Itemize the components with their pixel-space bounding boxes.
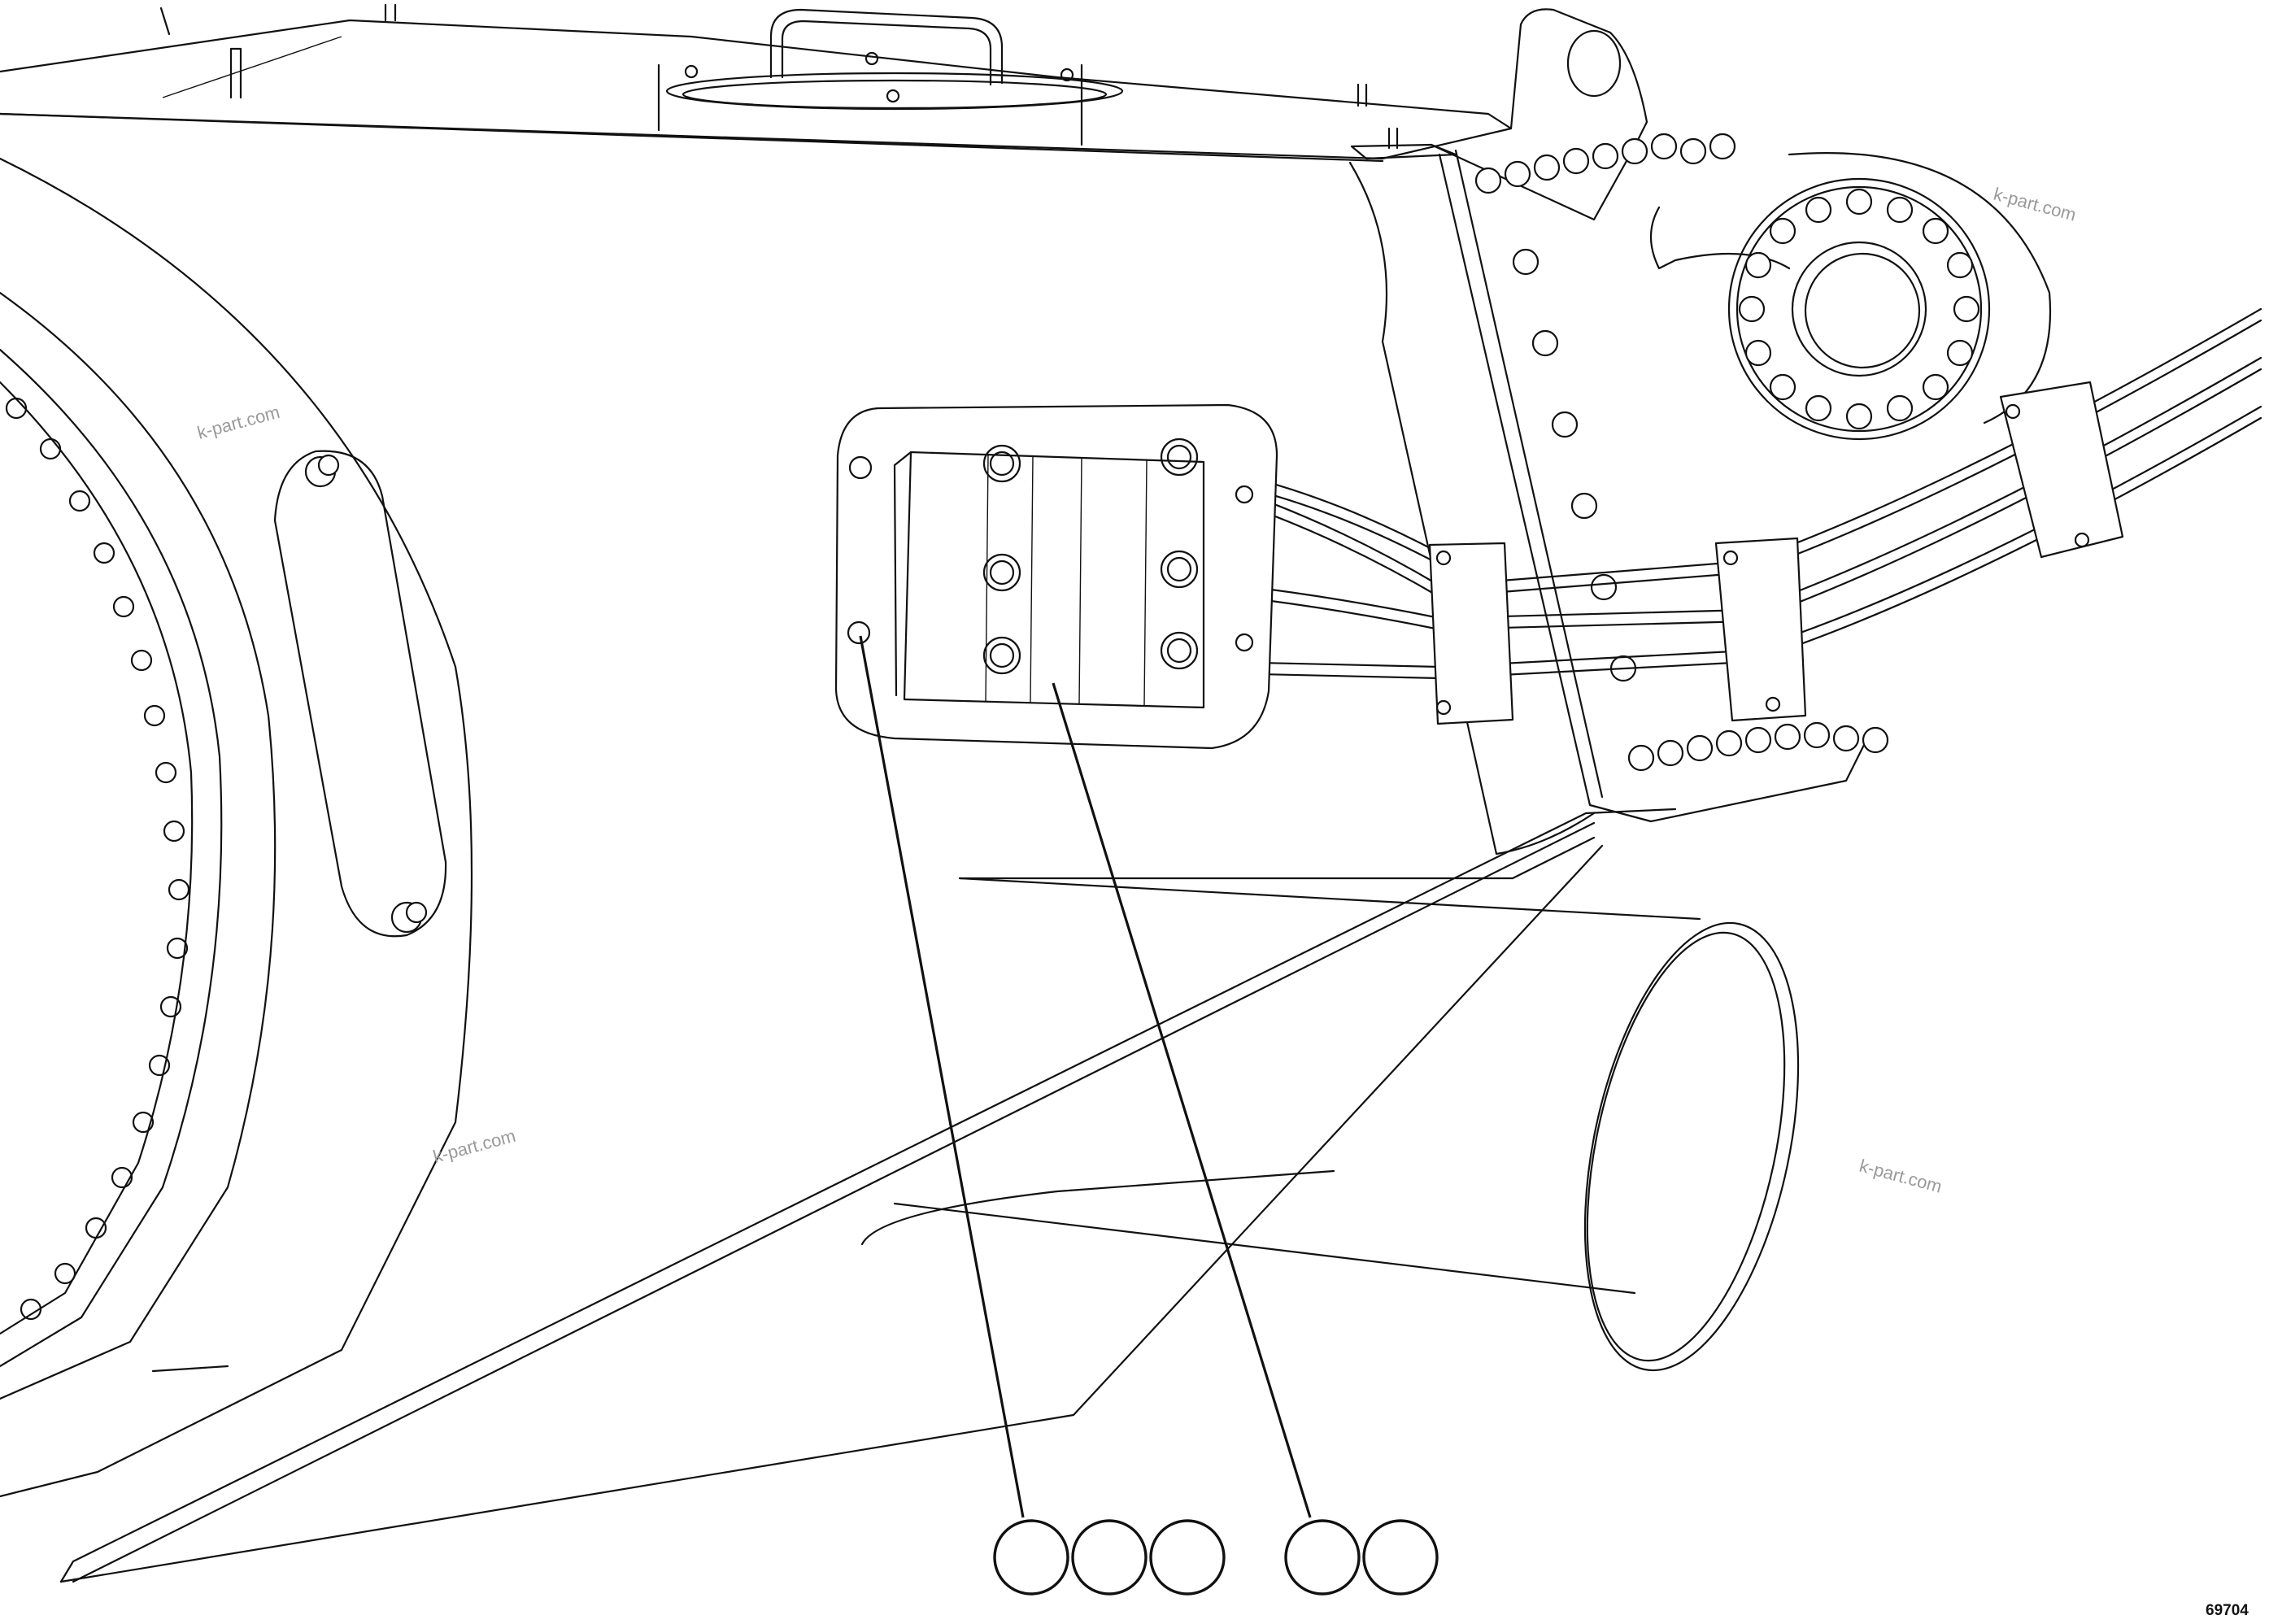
main-housing bbox=[0, 157, 473, 1498]
callout-balloon bbox=[1071, 1519, 1148, 1596]
round-pipe bbox=[893, 836, 1800, 1372]
lower-strut bbox=[59, 808, 1677, 1583]
round-flange-bolts bbox=[1738, 188, 1980, 430]
callout-balloon bbox=[993, 1519, 1069, 1596]
bottom-bolt-row bbox=[1627, 721, 1889, 772]
watermark: k-part.com bbox=[431, 1125, 518, 1167]
leader-lines bbox=[859, 635, 1312, 1518]
top-bolt-row bbox=[1474, 133, 1736, 194]
flange-bolts bbox=[1474, 133, 1889, 772]
watermark: k-part.com bbox=[1857, 1156, 1945, 1197]
bolt-hole-ring bbox=[5, 397, 190, 1321]
cable-clamps bbox=[1428, 381, 2124, 725]
top-plate bbox=[0, 7, 1513, 163]
callout-balloons bbox=[993, 1519, 1439, 1596]
inspection-cover bbox=[273, 450, 447, 938]
callout-balloon bbox=[1284, 1519, 1361, 1596]
watermark: k-part.com bbox=[195, 402, 282, 443]
callout-balloon bbox=[1362, 1519, 1439, 1596]
junction-box bbox=[834, 403, 1278, 750]
round-flange bbox=[1727, 151, 2051, 441]
hatch-cover bbox=[657, 8, 1124, 146]
drawing-reference-number: 69704 bbox=[2206, 1602, 2249, 1619]
top-studs bbox=[229, 3, 1399, 150]
callout-balloon bbox=[1149, 1519, 1226, 1596]
